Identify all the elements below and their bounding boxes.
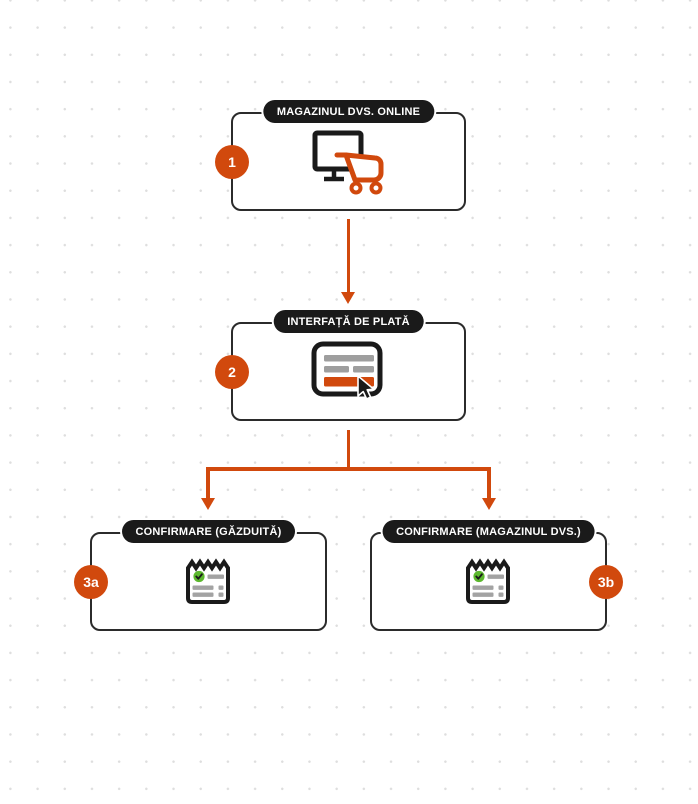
edge-1-to-2-line [346,219,350,292]
step-badge-label: 1 [228,153,236,170]
edge-to-3b-line [487,467,491,499]
node-confirmation-merchant-title-pill: CONFIRMARE (MAGAZINUL DVS.) [382,520,595,543]
node-title: CONFIRMARE (MAGAZINUL DVS.) [396,526,581,538]
node-title: MAGAZINUL DVS. ONLINE [276,106,421,118]
edge-to-3a-arrowhead [200,498,215,510]
node-online-store-title-pill: MAGAZINUL DVS. ONLINE [262,100,435,123]
edge-split-horizontal [206,467,491,471]
cursor-pointer-icon [356,374,375,400]
edge-to-3a-line [206,467,210,499]
node-confirmation-merchant: CONFIRMARE (MAGAZINUL DVS.) 3b [370,520,623,631]
node-payment-interface-title-pill: INTERFAȚĂ DE PLATĂ [273,310,424,333]
receipt-check-icon [465,557,510,604]
node-title: CONFIRMARE (GĂZDUITĂ) [135,526,282,538]
step-badge-2: 2 [215,354,249,389]
node-payment-interface: INTERFAȚĂ DE PLATĂ 2 [215,310,466,421]
step-badge-3a: 3a [74,564,108,599]
step-badge-label: 3a [83,573,99,590]
monitor-shopping-cart-icon [312,130,383,194]
step-badge-label: 2 [228,363,236,380]
receipt-check-icon [185,557,230,604]
node-confirmation-hosted: CONFIRMARE (GĂZDUITĂ) 3a [74,520,327,631]
step-badge-1: 1 [215,144,249,179]
payment-form-cursor-icon [311,341,382,400]
node-online-store: MAGAZINUL DVS. ONLINE 1 [215,100,466,211]
step-badge-label: 3b [597,573,615,590]
edge-1-to-2-arrowhead [341,292,355,304]
edge-split-stem [346,430,350,470]
edge-to-3b-arrowhead [481,498,496,510]
node-confirmation-hosted-title-pill: CONFIRMARE (GĂZDUITĂ) [121,520,296,543]
step-badge-3b: 3b [589,564,623,599]
node-title: INTERFAȚĂ DE PLATĂ [287,316,410,328]
